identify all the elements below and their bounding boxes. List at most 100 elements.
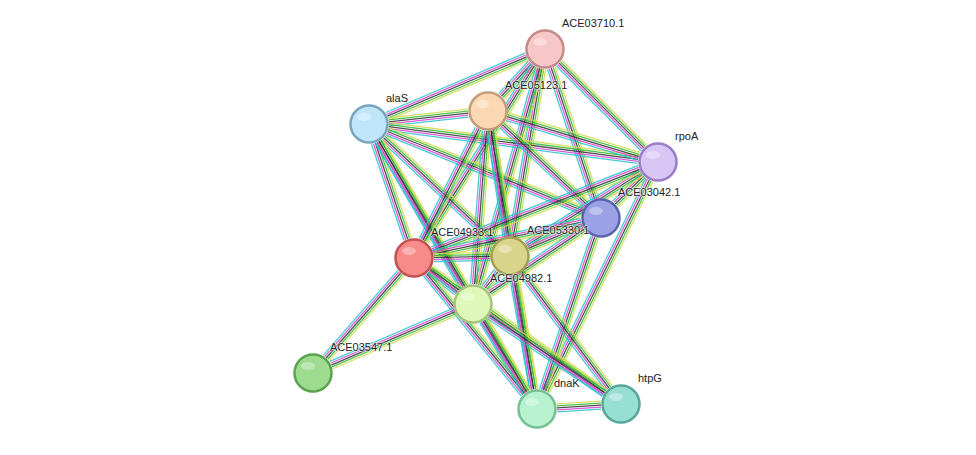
evidence-strand [427, 131, 483, 242]
evidence-strand [434, 173, 641, 254]
node-label: rpoA [675, 130, 698, 143]
evidence-strand [520, 273, 607, 389]
evidence-strand [329, 276, 404, 361]
evidence-strand [519, 274, 606, 390]
interaction-edge [510, 275, 538, 390]
interaction-edge [323, 270, 404, 360]
node-highlight [589, 207, 603, 215]
node-label: ACE03547.1 [330, 341, 392, 354]
node-disc [519, 391, 556, 428]
node-highlight [525, 398, 539, 406]
evidence-strand [323, 270, 398, 355]
evidence-strand [434, 256, 490, 257]
node-label: ACE03710.1 [562, 17, 624, 30]
protein-node: ACE05123.1 [468, 91, 508, 131]
evidence-strand [491, 314, 606, 392]
node-highlight [402, 247, 416, 255]
evidence-strand [433, 266, 607, 389]
node-label: ACE03042.1 [618, 186, 680, 199]
interaction-edge [419, 127, 482, 242]
node-label: ACE04933.1 [431, 226, 493, 239]
interaction-edge [434, 252, 490, 261]
protein-node: ACE04982.1 [453, 284, 493, 324]
evidence-strand [423, 129, 479, 240]
protein-node: alaS [349, 104, 389, 144]
interaction-edge [557, 401, 602, 412]
node-label: htpG [638, 372, 662, 385]
node-highlight [498, 245, 512, 253]
evidence-strand [389, 113, 468, 122]
node-disc [295, 355, 332, 392]
node-highlight [461, 293, 475, 301]
evidence-strand [421, 128, 477, 239]
node-circle [638, 142, 678, 182]
protein-node: ACE05330.1 [490, 236, 530, 276]
evidence-strand [557, 409, 601, 412]
interaction-edge [428, 266, 607, 395]
evidence-strand [419, 127, 475, 238]
evidence-strand [492, 312, 607, 390]
evidence-strand [506, 121, 638, 161]
evidence-strand [325, 272, 400, 357]
evidence-strand [330, 308, 453, 361]
evidence-strand [332, 314, 455, 367]
node-disc [640, 144, 677, 181]
node-highlight [476, 100, 490, 108]
evidence-strand [433, 171, 640, 252]
evidence-strand [425, 275, 523, 395]
node-disc [492, 238, 529, 275]
node-circle [468, 91, 508, 131]
node-disc [396, 240, 433, 277]
evidence-strand [488, 317, 603, 395]
evidence-strand [434, 254, 490, 255]
evidence-strand [485, 320, 528, 391]
evidence-strand [424, 276, 522, 396]
evidence-strand [433, 169, 640, 250]
evidence-strand [434, 252, 490, 253]
evidence-strand [429, 271, 603, 394]
evidence-strand [490, 315, 605, 393]
interaction-edge [330, 308, 456, 369]
node-disc [527, 31, 564, 68]
node-label: ACE05330.1 [527, 224, 589, 237]
evidence-strand [389, 128, 584, 207]
node-circle [490, 236, 530, 276]
evidence-strand [434, 260, 490, 261]
node-circle [525, 29, 565, 69]
evidence-strand [428, 273, 602, 396]
evidence-strand [326, 273, 401, 358]
interaction-edge [431, 166, 641, 255]
protein-node: ACE04933.1 [394, 238, 434, 278]
node-label: ACE04982.1 [490, 272, 552, 285]
protein-node: dnaK [517, 389, 557, 429]
evidence-strand [491, 231, 586, 295]
protein-node: ACE03710.1 [525, 29, 565, 69]
interaction-edge [487, 312, 606, 396]
evidence-strand [491, 131, 534, 390]
node-highlight [301, 362, 315, 370]
evidence-strand [328, 274, 403, 359]
interaction-edge [388, 109, 468, 126]
evidence-strand [487, 319, 602, 397]
evidence-strand [384, 138, 496, 243]
evidence-strand [434, 258, 490, 259]
protein-node: ACE03547.1 [293, 353, 333, 393]
node-label: ACE05123.1 [505, 79, 567, 92]
node-disc [351, 106, 388, 143]
node-disc [603, 386, 640, 423]
node-label: dnaK [554, 377, 580, 390]
evidence-strand [430, 270, 604, 393]
node-highlight [646, 151, 660, 159]
node-highlight [609, 393, 623, 401]
node-disc [470, 93, 507, 130]
evidence-strand [331, 310, 454, 363]
evidence-strand [488, 227, 583, 291]
node-highlight [533, 38, 547, 46]
node-circle [453, 284, 493, 324]
node-circle [601, 384, 641, 424]
evidence-strand [490, 229, 585, 293]
evidence-strand [389, 115, 468, 124]
node-disc [455, 286, 492, 323]
